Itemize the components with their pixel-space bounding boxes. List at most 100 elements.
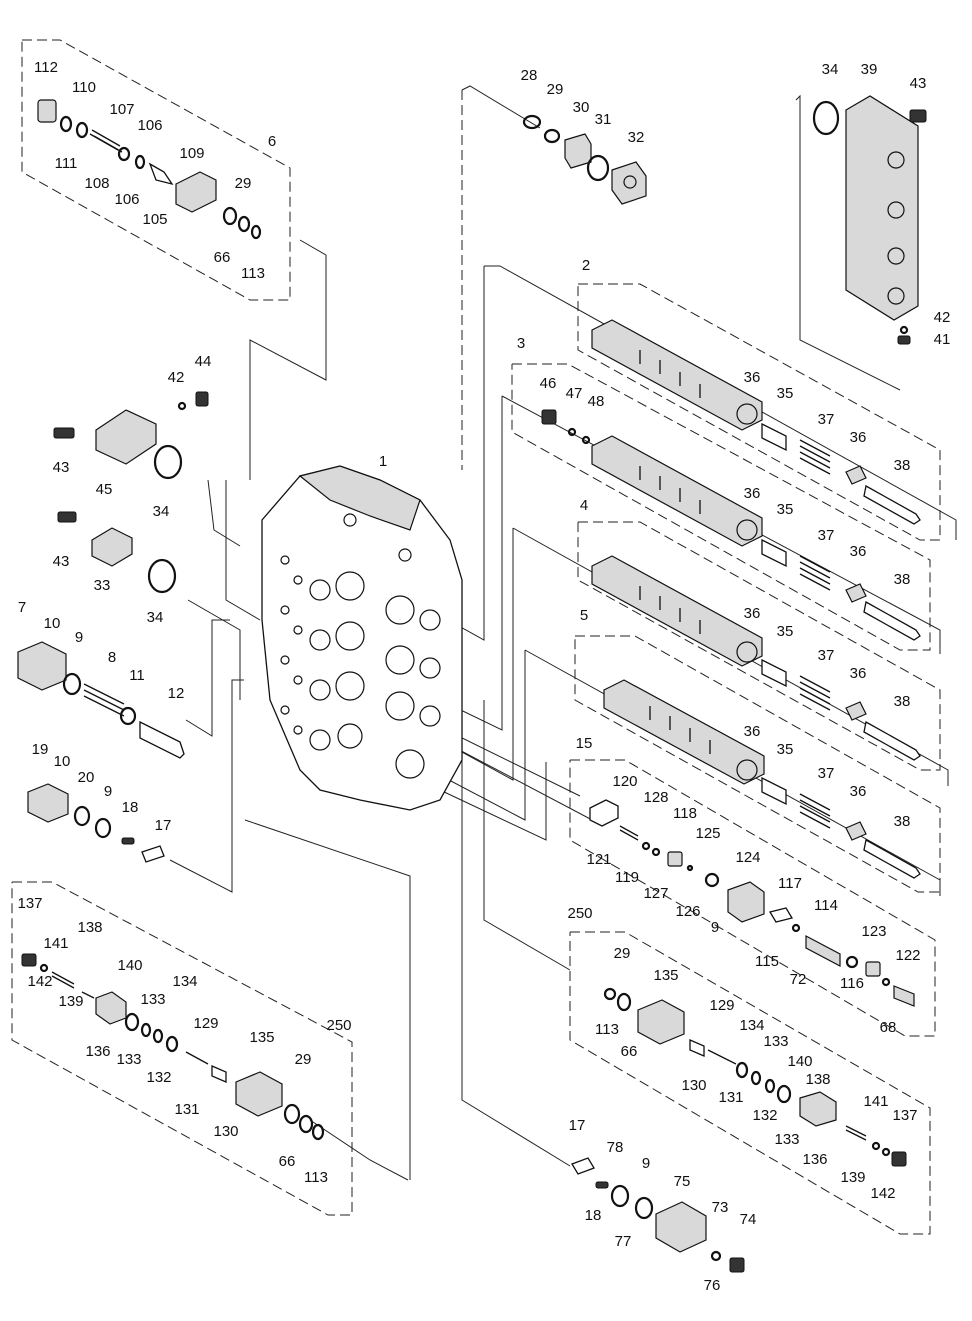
part-label: 43	[53, 459, 70, 476]
part-label: 5	[580, 607, 588, 624]
part-label: 35	[777, 385, 794, 402]
part-label: 133	[140, 991, 165, 1008]
part-label: 10	[44, 615, 61, 632]
part-label: 32	[628, 129, 645, 146]
part-label: 9	[104, 783, 112, 800]
part-label: 17	[569, 1117, 586, 1134]
part-label: 105	[142, 211, 167, 228]
part-label: 142	[870, 1185, 895, 1202]
group-250-left-boundary	[11, 881, 353, 1216]
part-label: 46	[540, 375, 557, 392]
part-label: 139	[58, 993, 83, 1010]
part-label: 38	[894, 813, 911, 830]
part-label: 34	[147, 609, 164, 626]
part-label: 141	[43, 935, 68, 952]
part-label: 136	[802, 1151, 827, 1168]
main-valve-body	[261, 465, 463, 811]
part-label: 113	[241, 265, 265, 282]
part-label: 139	[840, 1169, 865, 1186]
part-label: 141	[863, 1093, 888, 1110]
part-label: 136	[85, 1043, 110, 1060]
spool-row-4	[603, 679, 921, 879]
part-label: 137	[892, 1107, 917, 1124]
part-label: 15	[576, 735, 593, 752]
part-label: 112	[34, 59, 58, 76]
group-2-boundary	[577, 283, 941, 541]
group-4-boundary	[577, 521, 941, 771]
part-label: 36	[744, 485, 761, 502]
group-15-parts	[589, 799, 915, 1007]
part-label: 132	[146, 1069, 171, 1086]
part-label: 68	[880, 1019, 897, 1036]
part-label: 110	[72, 79, 96, 96]
cover-plate-39	[812, 95, 927, 345]
part-label: 20	[78, 769, 95, 786]
part-label: 41	[934, 331, 951, 348]
part-label: 18	[122, 799, 139, 816]
part-label: 1	[379, 453, 387, 470]
part-label: 12	[168, 685, 185, 702]
part-label: 36	[850, 665, 867, 682]
part-label: 17	[155, 817, 172, 834]
part-label: 115	[755, 953, 779, 970]
group-250-right-boundary	[569, 931, 931, 1235]
part-label: 4	[580, 497, 588, 514]
part-label: 119	[615, 869, 639, 886]
part-label: 130	[681, 1077, 706, 1094]
group-boundaries	[11, 39, 941, 1235]
part-label: 127	[643, 885, 668, 902]
part-label: 39	[861, 61, 878, 78]
top-middle-parts	[522, 114, 647, 205]
part-label: 72	[790, 971, 807, 988]
part-label: 29	[614, 945, 631, 962]
part-label: 78	[607, 1139, 624, 1156]
part-label: 43	[53, 553, 70, 570]
group-5-boundary	[574, 635, 941, 893]
part-label: 66	[279, 1153, 296, 1170]
part-label: 66	[621, 1043, 638, 1060]
part-label: 129	[709, 997, 734, 1014]
part-label: 29	[235, 175, 252, 192]
part-label: 126	[675, 903, 700, 920]
part-label: 76	[704, 1277, 721, 1294]
part-label: 116	[840, 975, 864, 992]
part-label: 122	[895, 947, 920, 964]
part-label: 38	[894, 457, 911, 474]
part-label: 37	[818, 765, 835, 782]
part-label: 117	[778, 875, 802, 892]
part-number-labels: 1121101071061111081061051096296611328293…	[17, 59, 950, 1294]
part-label: 131	[174, 1101, 199, 1118]
part-label: 106	[114, 191, 139, 208]
part-label: 47	[566, 385, 583, 402]
part-label: 19	[32, 741, 49, 758]
part-label: 138	[77, 919, 102, 936]
relief-row-7-12	[17, 641, 185, 759]
part-label: 135	[653, 967, 678, 984]
part-label: 124	[735, 849, 760, 866]
group-250-right-parts	[603, 987, 907, 1167]
part-label: 142	[27, 973, 52, 990]
part-label: 77	[615, 1233, 632, 1250]
part-label: 36	[744, 605, 761, 622]
part-label: 133	[763, 1033, 788, 1050]
part-label: 123	[861, 923, 886, 940]
part-label: 9	[642, 1155, 650, 1172]
part-label: 45	[96, 481, 113, 498]
part-label: 43	[910, 75, 927, 92]
part-label: 74	[740, 1211, 757, 1228]
part-label: 8	[108, 649, 116, 666]
part-label: 6	[268, 133, 276, 150]
part-label: 9	[711, 919, 719, 936]
part-label: 125	[695, 825, 720, 842]
relief-row-17-20	[27, 783, 165, 863]
part-label: 30	[573, 99, 590, 116]
part-label: 38	[894, 571, 911, 588]
group-250-left-parts	[21, 953, 325, 1141]
part-label: 7	[18, 599, 26, 616]
part-label: 114	[814, 897, 838, 914]
left-side-parts	[53, 391, 209, 594]
group-15-boundary	[569, 759, 936, 1037]
part-label: 132	[752, 1107, 777, 1124]
part-label: 3	[517, 335, 525, 352]
part-label: 36	[744, 369, 761, 386]
